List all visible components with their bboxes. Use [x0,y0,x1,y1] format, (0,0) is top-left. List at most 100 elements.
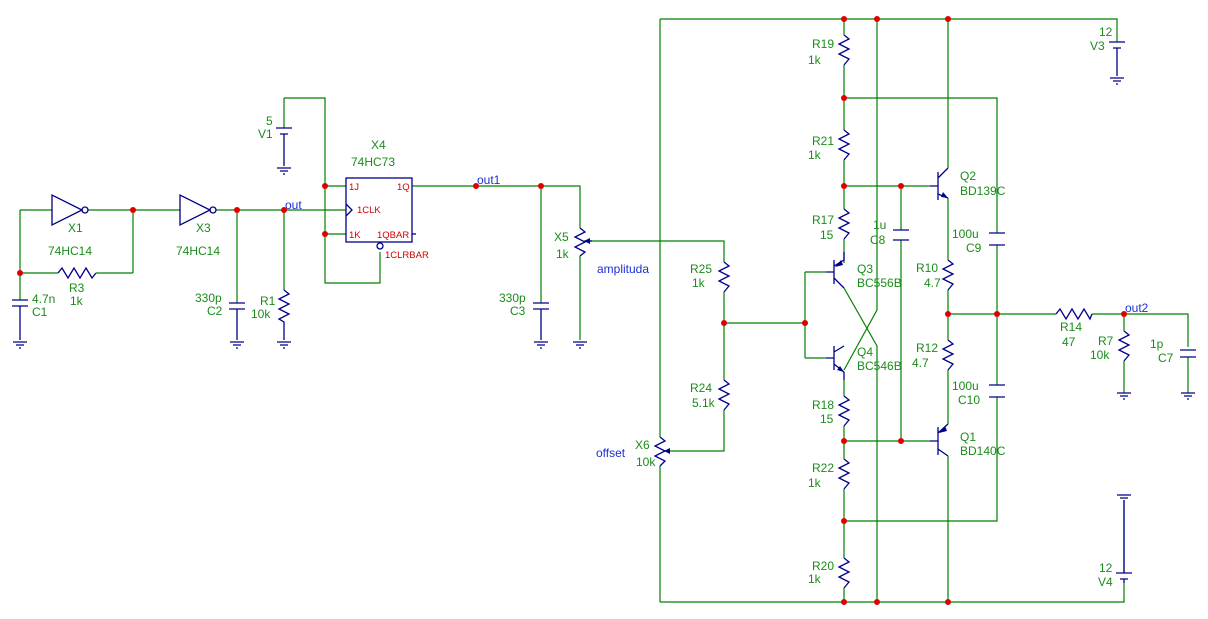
r25-ref: R25 [690,262,712,276]
r12-value: 4.7 [912,356,929,370]
r1-value: 10k [251,307,271,321]
r12-ref: R12 [916,341,938,355]
resistor-r18-symbol[interactable] [837,395,851,427]
r20-ref: R20 [812,559,834,573]
potentiometer-x6-symbol[interactable] [653,436,670,467]
flipflop-x4-symbol[interactable] [345,177,416,250]
transistor-q4-symbol[interactable] [826,345,845,380]
resistor-r14-symbol[interactable] [1055,307,1093,321]
c10-value: 100u [952,379,979,393]
x4-pin-j: 1J [349,182,359,193]
r7-ref: R7 [1098,334,1114,348]
r17-value: 15 [820,228,834,242]
resistor-r3-symbol[interactable] [57,266,97,280]
c9-ref: C9 [966,241,982,255]
c9-value: 100u [952,227,979,241]
v3-ref: V3 [1090,39,1105,53]
x4-value: 74HC73 [351,155,395,169]
x3-ref: X3 [196,221,211,235]
resistor-r1-symbol[interactable] [277,289,291,349]
r3-ref: R3 [69,281,85,295]
r22-ref: R22 [812,461,834,475]
r18-value: 15 [820,412,834,426]
c8-ref: C8 [870,233,886,247]
c2-ref: C2 [207,304,223,318]
resistor-r12-symbol[interactable] [941,339,955,371]
q4-value: BC546B [857,359,902,373]
capacitor-c2-symbol[interactable] [229,302,245,349]
x1-value: 74HC14 [48,244,92,258]
resistor-r7-symbol[interactable] [1117,330,1131,400]
x6-value: 10k [636,455,656,469]
q2-ref: Q2 [960,169,976,183]
capacitor-c9-symbol[interactable] [989,232,1005,246]
x4-pin-clrbar: 1CLRBAR [385,250,429,261]
q1-ref: Q1 [960,430,976,444]
capacitor-c10-symbol[interactable] [989,384,1005,398]
x4-pin-k: 1K [349,230,361,241]
potentiometer-x5-symbol[interactable] [573,227,592,349]
net-label-offset: offset [596,446,626,460]
battery-v3-symbol[interactable] [1109,41,1125,85]
r3-value: 1k [70,294,84,308]
x1-ref: X1 [68,221,83,235]
net-label-out: out [285,198,302,212]
r18-ref: R18 [812,398,834,412]
r21-ref: R21 [812,134,834,148]
v3-value: 12 [1099,25,1113,39]
resistor-r20-symbol[interactable] [837,557,851,589]
r25-value: 1k [692,276,706,290]
transistor-q3-symbol[interactable] [826,252,845,289]
r17-ref: R17 [812,213,834,227]
junctions [17,16,1127,605]
resistor-r22-symbol[interactable] [837,458,851,490]
net-label-out2: out2 [1125,301,1149,315]
resistor-r25-symbol[interactable] [717,261,731,293]
r19-ref: R19 [812,37,834,51]
battery-v1-symbol[interactable] [276,127,292,175]
resistor-r19-symbol[interactable] [837,34,851,66]
r10-value: 4.7 [924,276,941,290]
r24-ref: R24 [690,381,712,395]
x4-pin-q: 1Q [397,182,410,193]
x4-ref: X4 [371,138,386,152]
c7-ref: C7 [1158,351,1174,365]
x6-ref: X6 [635,438,650,452]
capacitor-c1-symbol[interactable] [12,299,28,349]
inverter-x3-symbol[interactable] [179,193,217,227]
net-label-amplituda: amplituda [597,262,649,276]
x5-ref: X5 [554,230,569,244]
q2-value: BD139C [960,184,1006,198]
x4-pin-clk: 1CLK [357,205,381,216]
r7-value: 10k [1090,348,1110,362]
x5-value: 1k [556,247,570,261]
transistor-q2-symbol[interactable] [930,167,949,200]
capacitor-c7-symbol[interactable] [1180,349,1196,400]
r19-value: 1k [808,53,822,67]
inverter-x1-symbol[interactable] [51,193,89,227]
resistor-r10-symbol[interactable] [941,259,955,291]
c1-ref: C1 [32,305,48,319]
c8-value: 1u [873,218,886,232]
resistor-r21-symbol[interactable] [837,129,851,161]
q3-value: BC556B [857,276,902,290]
r14-ref: R14 [1060,320,1082,334]
x4-pin-qbar: 1QBAR [377,230,409,241]
r14-value: 47 [1062,335,1076,349]
capacitor-c8-symbol[interactable] [893,229,909,241]
c2-value: 330p [195,291,222,305]
v4-value: 12 [1099,561,1113,575]
capacitor-c3-symbol[interactable] [533,302,549,349]
battery-v4-symbol[interactable] [1116,494,1132,583]
c3-value: 330p [499,291,526,305]
q3-ref: Q3 [857,262,873,276]
transistor-q1-symbol[interactable] [930,423,949,457]
v1-ref: V1 [258,127,273,141]
c10-ref: C10 [958,393,980,407]
r10-ref: R10 [916,261,938,275]
v1-value: 5 [266,114,273,128]
r20-value: 1k [808,572,822,586]
resistor-r24-symbol[interactable] [717,379,731,411]
resistor-r17-symbol[interactable] [837,208,851,240]
